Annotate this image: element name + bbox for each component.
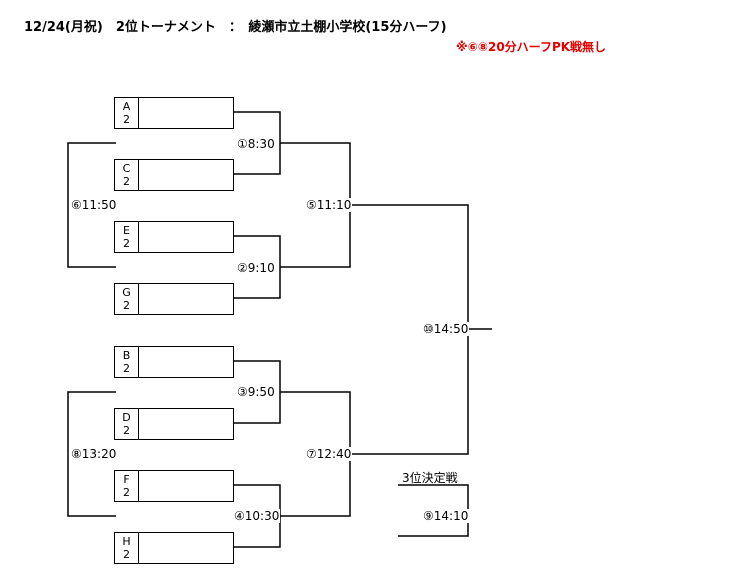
team-rank: 2: [123, 424, 130, 437]
match-label-4: ④10:30: [233, 509, 281, 523]
team-rank: 2: [123, 486, 130, 499]
match-label-6: ⑥11:50: [70, 198, 118, 212]
match-label-5: ⑤11:10: [305, 198, 353, 212]
team-id: A: [122, 100, 131, 113]
team-id: E: [123, 224, 130, 237]
team-id: B: [122, 349, 131, 362]
match-label-8: ⑧13:20: [70, 447, 118, 461]
team-rank: 2: [123, 548, 130, 561]
match-label-1: ①8:30: [236, 137, 276, 151]
match-label-3: ③9:50: [236, 385, 276, 399]
team-id: F: [123, 473, 130, 486]
team-id: C: [122, 162, 131, 175]
team-rank: 2: [123, 299, 130, 312]
match-label-9: ⑨14:10: [422, 509, 470, 523]
match-label-2: ②9:10: [236, 261, 276, 275]
third-place-title: 3位決定戦: [402, 471, 458, 485]
team-id: H: [122, 535, 131, 548]
team-rank: 2: [123, 237, 130, 250]
team-rank: 2: [123, 175, 130, 188]
rule-note: ※⑥⑧20分ハーフPK戦無し: [456, 40, 607, 54]
team-rank: 2: [123, 362, 130, 375]
match-label-7: ⑦12:40: [305, 447, 353, 461]
match-label-10: ⑩14:50: [422, 322, 470, 336]
team-rank: 2: [123, 113, 130, 126]
page-title: 12/24(月祝) 2位トーナメント ： 綾瀬市立土棚小学校(15分ハーフ): [24, 20, 447, 35]
team-id: D: [122, 411, 131, 424]
team-id: G: [122, 286, 131, 299]
